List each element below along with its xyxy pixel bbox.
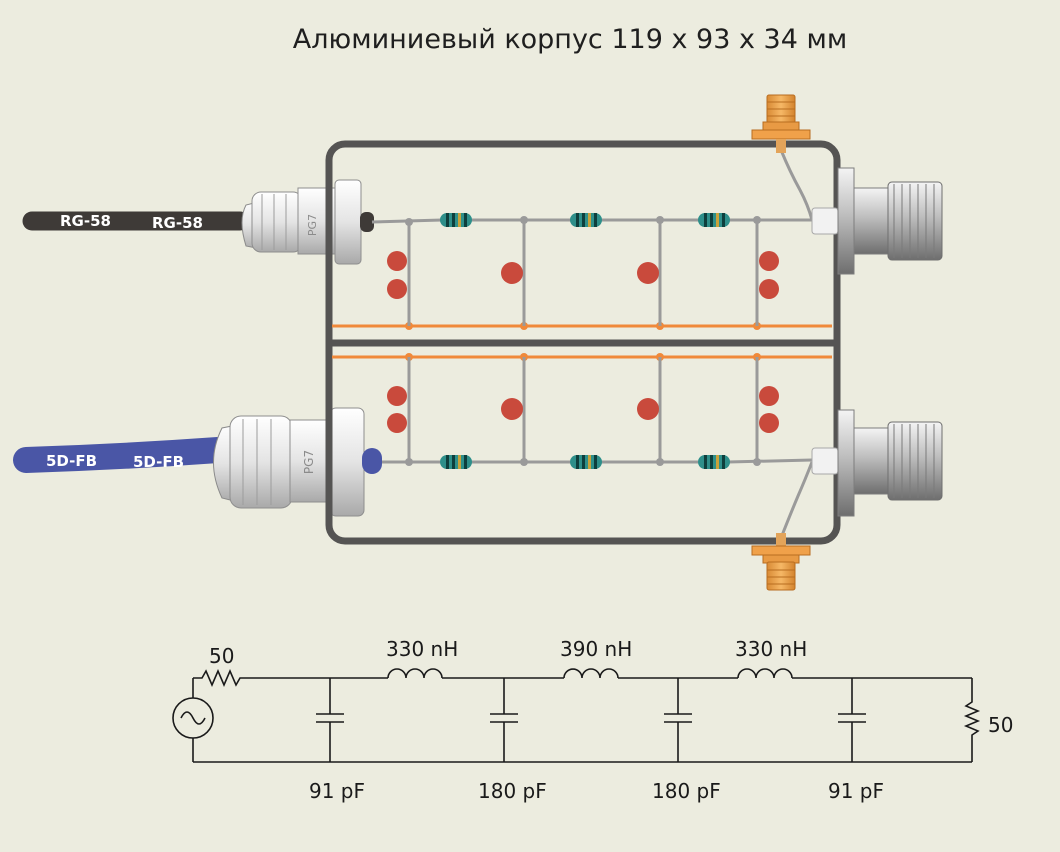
capacitor-3-label: 180 pF <box>652 779 721 803</box>
top-inductor-3 <box>698 213 730 227</box>
top-inductor-2 <box>570 213 602 227</box>
top-junction-dots <box>405 216 761 226</box>
top-capacitors <box>387 251 779 299</box>
bottom-gland-marking: PG7 <box>302 450 316 474</box>
top-n-connector <box>811 167 943 275</box>
source-impedance-label: 50 <box>209 644 235 668</box>
bottom-capacitors <box>387 386 779 433</box>
capacitor-4-label: 91 pF <box>828 779 885 803</box>
bottom-cable-label-left: 5D-FB <box>46 452 98 470</box>
top-inductor-1 <box>440 213 472 227</box>
capacitor-1-label: 91 pF <box>309 779 366 803</box>
inductor-2-icon <box>563 668 619 679</box>
inductor-2-label: 390 nH <box>560 637 633 661</box>
bottom-inductor-2 <box>570 455 602 469</box>
bottom-inductor-1 <box>440 455 472 469</box>
bottom-cable <box>13 437 231 473</box>
inductor-3-label: 330 nH <box>735 637 808 661</box>
capacitor-1-icon <box>316 678 344 762</box>
capacitor-4-icon <box>838 678 866 762</box>
bottom-junction-dots <box>405 458 761 466</box>
load-resistor-icon <box>963 678 981 762</box>
top-sma-connector <box>751 94 811 153</box>
top-cable-label-left: RG-58 <box>60 212 111 230</box>
ac-sine-wave-icon <box>180 711 206 725</box>
inductor-3-icon <box>737 668 793 679</box>
bottom-cable-label-right: 5D-FB <box>133 453 185 471</box>
capacitor-2-icon <box>490 678 518 762</box>
top-cable-label-right: RG-58 <box>152 214 203 232</box>
filter-schematic <box>172 668 981 763</box>
bottom-filter-wiring <box>382 357 814 539</box>
top-cable-gland: PG7 <box>241 179 374 265</box>
top-gland-marking: PG7 <box>306 214 319 236</box>
inductor-1-icon <box>387 668 443 679</box>
bottom-cable-gland: PG7 <box>213 407 382 517</box>
bottom-sma-connector <box>751 533 811 591</box>
aluminium-enclosure <box>325 140 841 545</box>
bottom-n-connector <box>811 409 943 517</box>
load-impedance-label: 50 <box>988 713 1014 737</box>
bottom-inductor-3 <box>698 455 730 469</box>
top-filter-wiring <box>371 149 814 326</box>
capacitor-3-icon <box>664 678 692 762</box>
inductor-1-label: 330 nH <box>386 637 459 661</box>
source-resistor-icon <box>193 668 246 688</box>
capacitor-2-label: 180 pF <box>478 779 547 803</box>
page-title: Алюминиевый корпус 119 х 93 х 34 мм <box>292 24 848 55</box>
